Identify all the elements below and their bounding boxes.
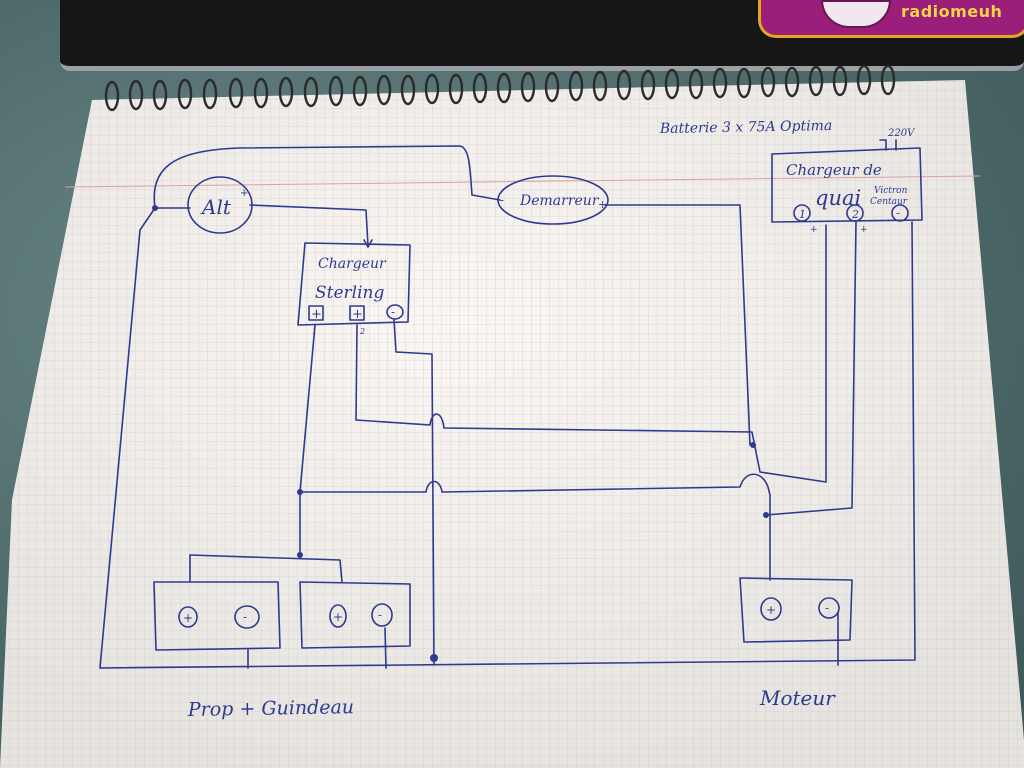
- service-battery-1: + -: [153, 581, 281, 651]
- svg-text:+: +: [598, 198, 607, 211]
- sheet-title: Batterie 3 x 75A Optima: [659, 118, 833, 137]
- sterling-label-2: Sterling: [315, 283, 384, 303]
- svg-text:+: +: [766, 603, 776, 617]
- starter-label: Demarreur: [519, 193, 600, 209]
- svg-text:1: 1: [312, 327, 317, 336]
- starter-motor: Demarreur - +: [497, 175, 609, 225]
- shore-label-4: Centaur: [870, 197, 908, 207]
- wiring: [99, 145, 916, 669]
- svg-text:-: -: [896, 206, 900, 220]
- radio-sticker: radiomeuh: [758, 0, 1024, 38]
- sterling-charger: Chargeur Sterling + + - 1 2: [297, 242, 411, 336]
- shore-label-2: quai: [815, 186, 861, 210]
- svg-text:+: +: [240, 188, 248, 199]
- shore-label-1: Chargeur de: [786, 161, 882, 179]
- alternator: Alt +: [187, 176, 253, 234]
- alternator-label: Alt: [200, 195, 232, 219]
- svg-text:-: -: [243, 610, 247, 624]
- spiral-binding: [104, 64, 896, 112]
- svg-text:-: -: [378, 608, 382, 622]
- svg-text:+: +: [810, 225, 818, 235]
- svg-text:+: +: [311, 307, 322, 322]
- sticker-text: radiomeuh: [901, 2, 1003, 21]
- svg-text:+: +: [183, 611, 193, 625]
- svg-text:1: 1: [799, 208, 806, 221]
- shore-charger: Chargeur de quai Victron Centaur 1 2 - +…: [771, 147, 923, 235]
- mains-voltage-label: 220V: [887, 128, 916, 139]
- shore-label-3: Victron: [874, 186, 908, 196]
- margin-line: [64, 175, 981, 188]
- svg-text:-: -: [500, 193, 504, 207]
- svg-text:+: +: [352, 307, 363, 322]
- service-battery-2: + -: [299, 581, 411, 649]
- svg-text:-: -: [825, 601, 829, 615]
- engine-battery-label: Moteur: [759, 686, 836, 710]
- laptop-edge: radiomeuh: [60, 0, 1024, 71]
- sterling-label-1: Chargeur: [318, 256, 387, 272]
- service-bank-label: Prop + Guindeau: [187, 696, 355, 721]
- svg-text:2: 2: [851, 208, 859, 221]
- engine-battery: + -: [739, 577, 853, 643]
- svg-text:+: +: [860, 225, 868, 235]
- svg-text:-: -: [391, 305, 395, 319]
- svg-text:+: +: [333, 610, 343, 624]
- svg-text:2: 2: [359, 327, 365, 336]
